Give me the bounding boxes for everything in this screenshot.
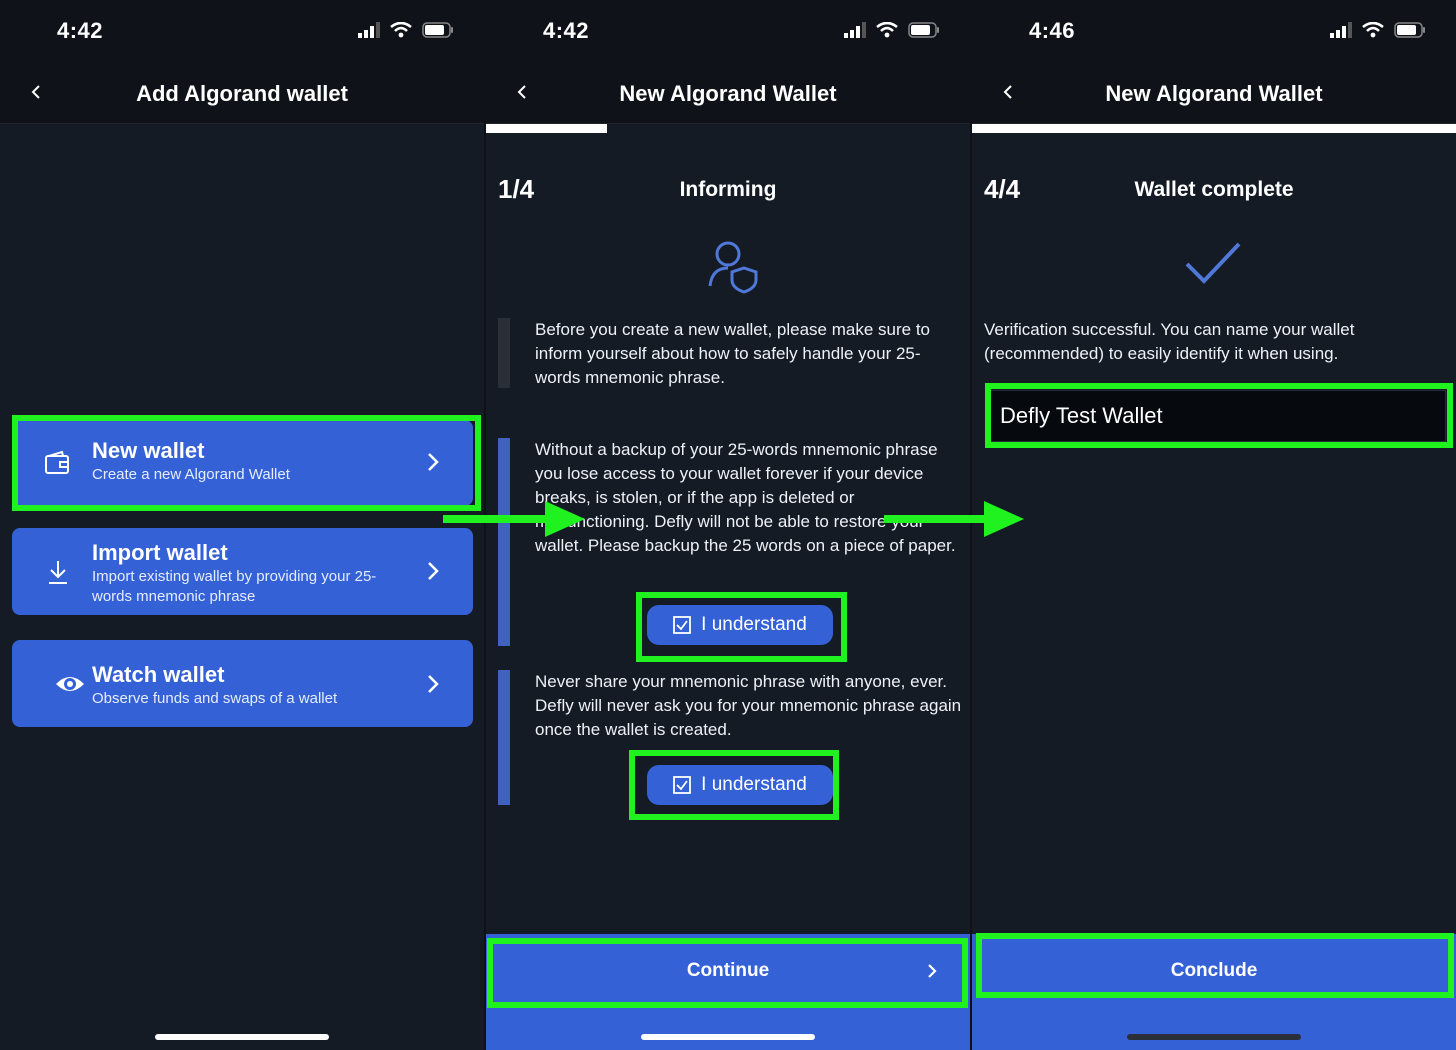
nav-bar: Add Algorand wallet — [0, 64, 484, 124]
status-time: 4:42 — [543, 18, 590, 43]
download-icon — [49, 561, 67, 584]
wifi-icon — [1362, 22, 1384, 38]
continue-button[interactable]: Continue — [486, 934, 970, 1050]
understand-label: I understand — [701, 774, 807, 795]
signal-icon — [1330, 22, 1352, 38]
option-title: New wallet — [92, 438, 205, 463]
warning-text: Never share your mnemonic phrase with an… — [535, 672, 962, 739]
understand-label: I understand — [701, 614, 807, 635]
checkbox-checked-icon — [673, 776, 692, 794]
back-chevron-icon[interactable] — [512, 82, 532, 102]
chevron-right-icon — [428, 562, 439, 580]
battery-icon — [422, 22, 453, 38]
info-text: Before you create a new wallet, please m… — [535, 320, 930, 387]
step-title: Wallet complete — [1134, 178, 1294, 201]
nav-bar: New Algorand Wallet — [972, 64, 1456, 124]
warning-block: Never share your mnemonic phrase with an… — [498, 670, 961, 805]
status-bar: 4:46 — [972, 0, 1456, 64]
watch-wallet-button[interactable]: Watch wallet Observe funds and swaps of … — [12, 640, 473, 727]
chevron-right-icon — [928, 964, 937, 978]
home-indicator — [155, 1034, 329, 1040]
wallet-icon — [45, 450, 69, 474]
nav-bar: New Algorand Wallet — [486, 64, 970, 124]
understand-button[interactable]: I understand — [647, 765, 833, 805]
info-block: Before you create a new wallet, please m… — [498, 318, 958, 388]
import-wallet-button[interactable]: Import wallet Import existing wallet by … — [12, 528, 473, 615]
eye-icon — [56, 677, 84, 691]
option-subtitle: Create a new Algorand Wallet — [92, 466, 290, 483]
chevron-right-icon — [428, 675, 439, 693]
page-title: New Algorand Wallet — [619, 81, 837, 106]
wallet-name-input[interactable] — [990, 390, 1446, 442]
conclude-button[interactable]: Conclude — [972, 934, 1456, 1050]
progress-bar — [486, 124, 970, 133]
step-title: Informing — [679, 178, 777, 201]
page-title: New Algorand Wallet — [1105, 81, 1323, 106]
wifi-icon — [390, 22, 412, 38]
success-message: Verification successful. You can name yo… — [984, 320, 1355, 363]
new-wallet-button[interactable]: New wallet Create a new Algorand Wallet — [12, 420, 473, 506]
page-title: Add Algorand wallet — [136, 81, 348, 106]
warning-block: Without a backup of your 25-words mnemon… — [498, 438, 958, 646]
progress-fill — [486, 124, 607, 133]
user-shield-icon — [708, 241, 758, 294]
step-indicator: 1/4 — [498, 174, 535, 204]
status-bar: 4:42 — [0, 0, 484, 64]
home-indicator — [1127, 1034, 1301, 1040]
progress-fill — [972, 124, 1456, 133]
wifi-icon — [876, 22, 898, 38]
option-title: Watch wallet — [92, 662, 225, 687]
status-time: 4:46 — [1029, 18, 1076, 43]
add-wallet-screen: 4:42 Add Algorand wallet New wallet Crea… — [0, 0, 484, 1050]
status-time: 4:42 — [57, 18, 104, 43]
status-bar: 4:42 — [486, 0, 970, 64]
battery-icon — [1394, 22, 1425, 38]
battery-icon — [908, 22, 939, 38]
step-indicator: 4/4 — [984, 174, 1021, 204]
conclude-label: Conclude — [1170, 960, 1258, 981]
wallet-complete-screen: 4:46 New Algorand Wallet 4/4 Wallet comp… — [972, 0, 1456, 1050]
arrow-right-icon — [884, 501, 1024, 537]
option-subtitle: Observe funds and swaps of a wallet — [92, 690, 338, 707]
progress-bar — [972, 124, 1456, 133]
checkmark-icon — [1185, 242, 1241, 284]
continue-label: Continue — [686, 960, 770, 981]
home-indicator — [641, 1034, 815, 1040]
arrow-right-icon — [443, 501, 585, 537]
signal-icon — [358, 22, 380, 38]
option-title: Import wallet — [92, 540, 228, 565]
warning-text: Without a backup of your 25-words mnemon… — [535, 440, 956, 555]
understand-button[interactable]: I understand — [647, 605, 833, 645]
informing-screen: 4:42 New Algorand Wallet 1/4 Informing B… — [486, 0, 970, 1050]
back-chevron-icon[interactable] — [998, 82, 1018, 102]
signal-icon — [844, 22, 866, 38]
chevron-right-icon — [428, 453, 439, 471]
wallet-name-field[interactable] — [991, 391, 1445, 441]
checkbox-checked-icon — [673, 616, 692, 634]
option-subtitle: Import existing wallet by providing your… — [92, 568, 377, 605]
back-chevron-icon[interactable] — [26, 82, 46, 102]
